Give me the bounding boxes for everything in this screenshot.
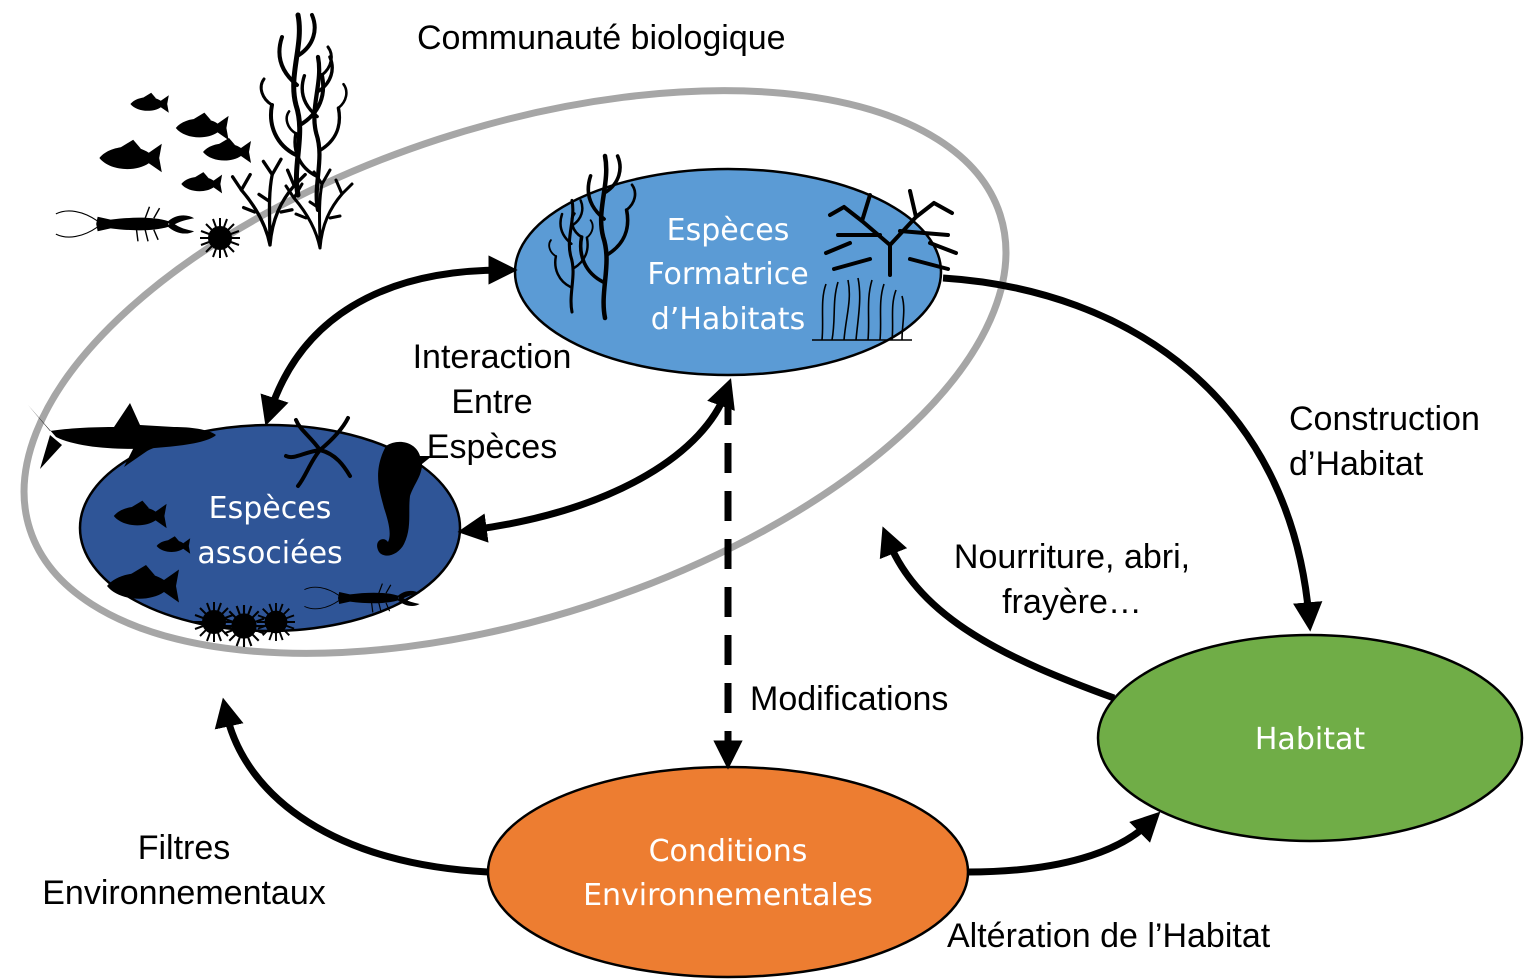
- modifications-label: Modifications: [750, 680, 948, 718]
- resources-label-1: Nourriture, abri,: [954, 538, 1190, 576]
- habitat-formers-silhouettes: [547, 156, 958, 341]
- alteration-arrow: [967, 811, 1161, 876]
- community-ring: [20, 87, 1010, 657]
- seagrass-icon: [812, 277, 912, 341]
- habitat-label: Habitat: [1255, 722, 1365, 757]
- associated-species-silhouettes: [28, 403, 432, 649]
- construction-label-1: Construction: [1289, 400, 1480, 438]
- filters-arrow: [214, 697, 489, 876]
- starfish-icon: [284, 416, 352, 488]
- sea-urchin-icon: [193, 601, 235, 643]
- habitat-formers-label-1: Espèces: [667, 213, 790, 248]
- habitat-formers-label-3: d’Habitats: [651, 302, 805, 337]
- fish-icon: [99, 139, 162, 173]
- construction-arrow: [942, 274, 1323, 632]
- environment-label-1: Conditions: [649, 834, 808, 869]
- interaction-arrow-lower: [457, 378, 735, 543]
- filters-label-2: Environnementaux: [42, 874, 326, 912]
- fish-icon: [203, 138, 251, 163]
- construction-label-2: d’Habitat: [1289, 445, 1424, 483]
- fish-icon: [181, 172, 223, 194]
- environment-label-2: Environnementales: [583, 878, 873, 913]
- fish-icon: [175, 112, 229, 141]
- lobster-icon: [55, 206, 195, 242]
- arrows: [214, 255, 1323, 876]
- community-silhouettes: [55, 15, 354, 259]
- fish-icon: [130, 92, 169, 113]
- interaction-label-1: Interaction: [413, 338, 572, 376]
- shark-icon: [28, 403, 216, 469]
- habitat-formers-label-2: Formatrice: [647, 257, 808, 292]
- interaction-label-2: Entre: [451, 383, 532, 421]
- sea-urchin-icon: [199, 217, 241, 259]
- seahorse-icon: [377, 441, 432, 556]
- interaction-arrow-upper: [260, 255, 518, 426]
- habitat-node[interactable]: [1096, 633, 1524, 843]
- resources-label-2: frayère…: [1002, 583, 1142, 621]
- associated-species-label-2: associées: [197, 536, 342, 571]
- community-title: Communauté biologique: [417, 19, 786, 57]
- associated-species-label-1: Espèces: [209, 491, 332, 526]
- resources-arrow: [879, 526, 1116, 702]
- coral-icon: [824, 189, 958, 277]
- sea-urchin-icon: [256, 602, 296, 642]
- filters-label-1: Filtres: [138, 829, 231, 867]
- interaction-label-3: Espèces: [427, 428, 557, 466]
- environment-node[interactable]: [486, 765, 970, 979]
- alteration-label: Altération de l’Habitat: [947, 917, 1271, 955]
